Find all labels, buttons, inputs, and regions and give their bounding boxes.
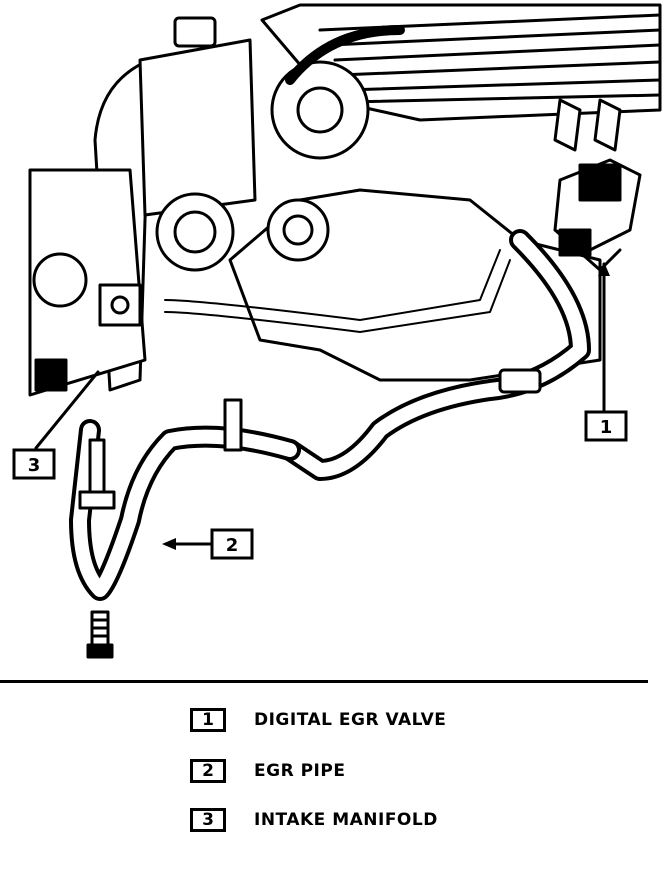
legend-label-2: EGR PIPE	[254, 761, 346, 781]
legend-key-3: 3	[190, 808, 226, 832]
legend-label-3: INTAKE MANIFOLD	[254, 810, 438, 830]
callout-box-1: 1	[584, 410, 628, 442]
legend-key-2: 2	[190, 759, 226, 783]
engine-egr-illustration: 1 2 3	[12, 3, 662, 659]
digital-egr-valve	[553, 98, 642, 272]
legend-key-1: 1	[190, 708, 226, 732]
legend-row-2: 2 EGR PIPE	[190, 757, 345, 785]
pulleys	[155, 25, 405, 272]
mounting-bolt	[78, 438, 116, 659]
callout-box-3: 3	[12, 448, 56, 480]
legend-row-1: 1 DIGITAL EGR VALVE	[190, 706, 446, 734]
egr-pipe	[69, 229, 591, 601]
callout-box-2: 2	[210, 528, 254, 560]
legend-label-1: DIGITAL EGR VALVE	[254, 710, 447, 730]
arrowhead-1	[598, 262, 610, 276]
svg-text:1: 1	[600, 417, 613, 438]
leader-line-3	[34, 370, 100, 450]
legend-row-3: 3 INTAKE MANIFOLD	[190, 806, 438, 834]
svg-text:3: 3	[28, 455, 41, 476]
intake-manifold	[28, 168, 147, 397]
svg-text:2: 2	[226, 535, 239, 556]
arrowhead-2	[162, 538, 176, 550]
legend-divider	[0, 680, 648, 683]
